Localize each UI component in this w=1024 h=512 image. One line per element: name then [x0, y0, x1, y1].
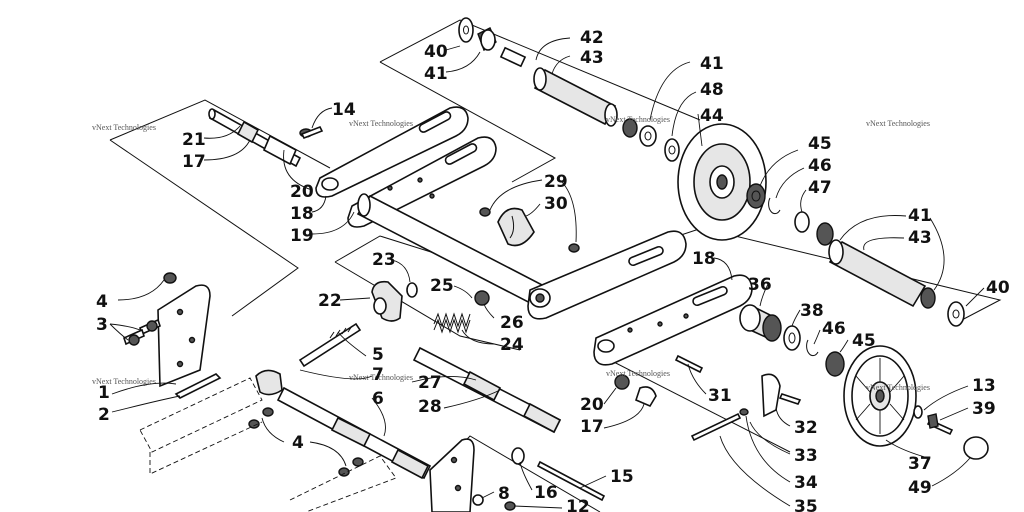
- callout-18: 18: [692, 249, 716, 269]
- callout-13: 13: [972, 376, 996, 396]
- callout-4: 4: [96, 292, 108, 312]
- left-axle: [208, 108, 324, 168]
- callout-30: 30: [544, 194, 568, 214]
- upper-shaft-assembly: [458, 17, 680, 162]
- callout-49: 49: [908, 478, 932, 498]
- callout-18: 18: [290, 204, 314, 224]
- callout-35: 35: [794, 497, 818, 512]
- left-mount-plate: [123, 272, 364, 477]
- callout-38: 38: [800, 301, 824, 321]
- callout-39: 39: [972, 399, 996, 419]
- leader-lines: [109, 37, 985, 509]
- callout-44: 44: [700, 106, 724, 126]
- callout-41: 41: [424, 64, 448, 84]
- wheel-bolt-and-cap: [913, 405, 989, 460]
- callout-16: 16: [534, 483, 558, 503]
- callout-20: 20: [290, 182, 314, 202]
- callout-6: 6: [372, 389, 384, 409]
- callout-48: 48: [700, 80, 724, 100]
- callout-14: 14: [332, 100, 356, 120]
- callout-27: 27: [418, 373, 442, 393]
- watermark-text: vNext Technologies: [866, 383, 930, 392]
- idler-wheel-44: [677, 123, 834, 246]
- spoked-wheel-37: [843, 345, 917, 447]
- watermark-text: vNext Technologies: [349, 373, 413, 382]
- callout-8: 8: [498, 484, 510, 504]
- callout-22: 22: [318, 291, 342, 311]
- right-wheel-spacers: [739, 304, 845, 377]
- callout-42: 42: [580, 28, 604, 48]
- callout-7: 7: [372, 365, 384, 385]
- callout-45: 45: [808, 134, 832, 154]
- callout-23: 23: [372, 250, 396, 270]
- callout-31: 31: [708, 386, 732, 406]
- callout-24: 24: [500, 335, 524, 355]
- watermark-text: vNext Technologies: [866, 119, 930, 128]
- watermark-text: vNext Technologies: [92, 377, 156, 386]
- callout-43: 43: [580, 48, 604, 68]
- watermarks: vNext Technologies vNext Technologies vN…: [92, 115, 930, 392]
- callout-37: 37: [908, 454, 932, 474]
- right-rail-plates: [527, 230, 753, 366]
- callout-3: 3: [96, 315, 108, 335]
- watermark-text: vNext Technologies: [92, 123, 156, 132]
- watermark-text: vNext Technologies: [349, 119, 413, 128]
- callout-29: 29: [544, 172, 568, 192]
- callout-46: 46: [808, 156, 832, 176]
- callout-41: 41: [908, 206, 932, 226]
- spring-bracket: [371, 280, 490, 334]
- stopper-block-30: [479, 207, 580, 253]
- callout-19: 19: [290, 226, 314, 246]
- callout-20: 20: [580, 395, 604, 415]
- callout-labels: 40 41 42 43 41 48 44 14 21 17 20 18 19 2…: [96, 28, 1010, 512]
- callout-40: 40: [424, 42, 448, 62]
- callout-26: 26: [500, 313, 524, 333]
- callout-33: 33: [794, 446, 818, 466]
- callout-41: 41: [700, 54, 724, 74]
- watermark-text: vNext Technologies: [606, 369, 670, 378]
- lower-right-mount: [429, 438, 606, 512]
- watermark-text: vNext Technologies: [606, 115, 670, 124]
- callout-2: 2: [98, 405, 110, 425]
- callout-12: 12: [566, 497, 590, 512]
- callout-15: 15: [610, 467, 634, 487]
- slide-frame-stubs: [139, 377, 397, 512]
- callout-17: 17: [580, 417, 604, 437]
- callout-34: 34: [794, 473, 818, 493]
- callout-17: 17: [182, 152, 206, 172]
- callout-47: 47: [808, 178, 832, 198]
- callout-28: 28: [418, 397, 442, 417]
- rear-hardware: [614, 354, 802, 442]
- callout-40: 40: [986, 278, 1010, 298]
- callout-32: 32: [794, 418, 818, 438]
- callout-21: 21: [182, 130, 206, 150]
- callout-25: 25: [430, 276, 454, 296]
- callout-1: 1: [98, 383, 110, 403]
- callout-36: 36: [748, 275, 772, 295]
- callout-45: 45: [852, 331, 876, 351]
- right-shaft-assembly: [828, 239, 965, 327]
- callout-46: 46: [822, 319, 846, 339]
- callout-5: 5: [372, 345, 384, 365]
- callout-43: 43: [908, 228, 932, 248]
- callout-4: 4: [292, 433, 304, 453]
